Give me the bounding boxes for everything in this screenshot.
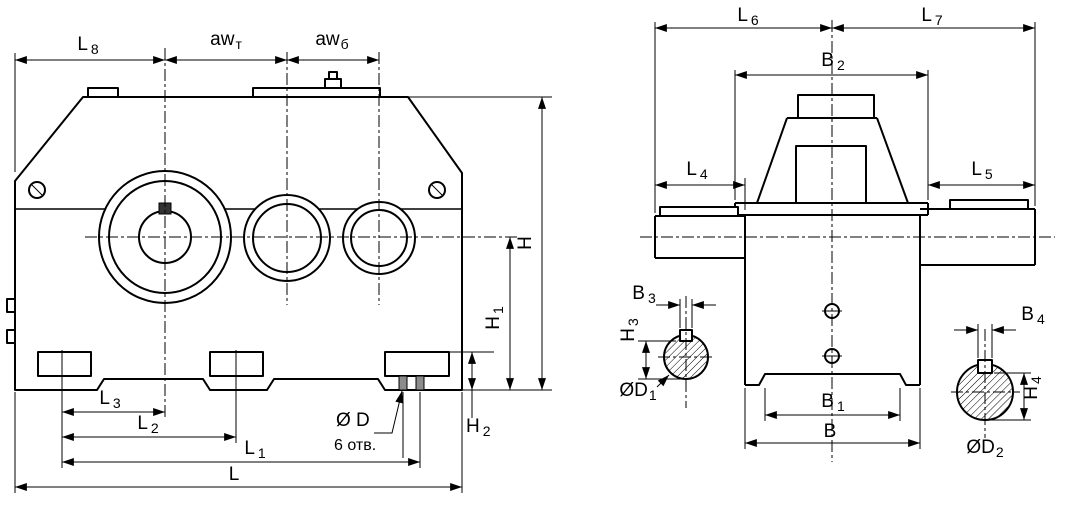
oil-indicator-upper <box>6 298 16 313</box>
dim-label-H4: H4 <box>1021 376 1044 400</box>
foot-pad-left <box>37 351 92 377</box>
foot-pad-right <box>384 351 450 377</box>
input-shaft-key <box>659 206 739 217</box>
output-shaft-key <box>949 199 1029 210</box>
dim-label-D1: ØD1 <box>619 380 657 403</box>
shaft-section-output <box>956 359 1014 421</box>
dim-label-aw-slow: awт <box>210 29 242 52</box>
dim-label-H: H <box>515 236 536 250</box>
lifting-lug <box>87 87 119 98</box>
oil-indicator-lower <box>6 329 16 344</box>
front-view-centerlines <box>85 48 517 420</box>
hole-leader-line <box>374 390 404 434</box>
breather-plug <box>324 78 342 89</box>
front-view-dimensions <box>14 53 552 493</box>
top-cover <box>797 94 875 119</box>
dim-label-D: Ø D <box>336 410 370 431</box>
housing-bolt-left <box>28 181 46 199</box>
front-view-housing <box>6 71 463 391</box>
breather-plug-top <box>328 71 338 80</box>
mounting-hole-1 <box>398 375 408 391</box>
dim-label-H3: H3 <box>618 318 641 342</box>
dim-label-L: L <box>229 464 240 485</box>
dim-label-aw-fast: awб <box>315 29 348 52</box>
side-view-centerlines <box>640 20 1055 462</box>
inspection-cover <box>252 87 381 98</box>
inspection-hatch <box>795 145 867 204</box>
side-view-shafts <box>654 199 1036 266</box>
dim-label-B: B <box>824 421 837 442</box>
dim-label-D2: ØD2 <box>966 437 1004 460</box>
d1-leader-line <box>656 374 670 388</box>
housing-bolt-right <box>428 181 446 199</box>
mounting-hole-2 <box>415 375 425 391</box>
side-view: L6 L7 B2 L4 L5 B3 H3 ØD1 B1 B B4 H4 ØD2 <box>618 5 1055 462</box>
dim-label-holes-note: 6 отв. <box>334 437 376 454</box>
dim-label-H1: H1 <box>483 306 506 330</box>
side-view-dimensions <box>638 22 1036 449</box>
